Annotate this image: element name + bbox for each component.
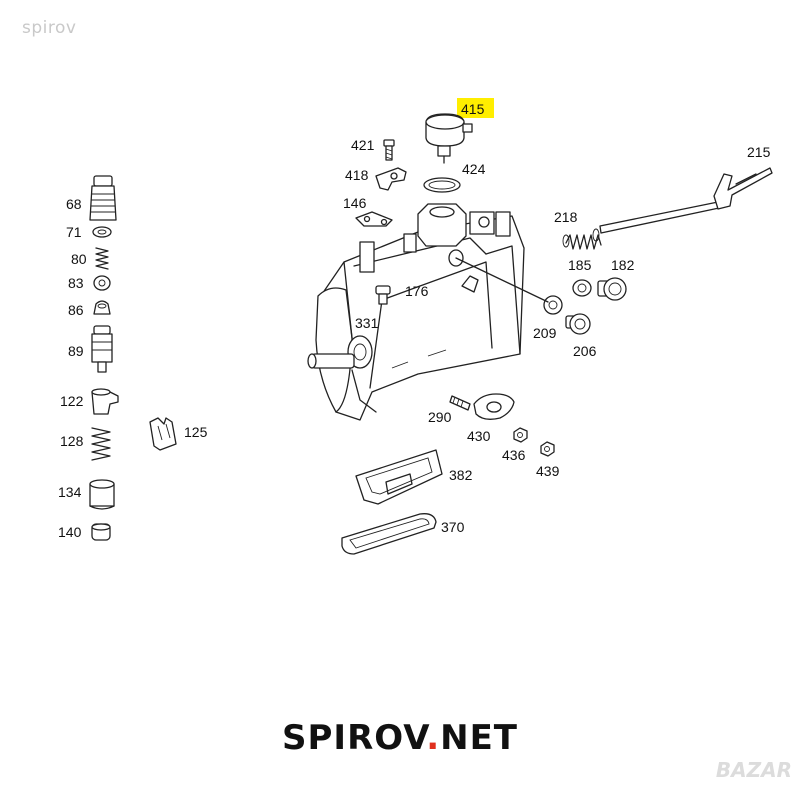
part-label-128[interactable]: 128: [60, 433, 84, 449]
part-436-hole: [517, 432, 523, 438]
part-label-68[interactable]: 68: [66, 196, 82, 212]
part-218-drawing: [562, 228, 602, 250]
corner-logo: BAZAR: [715, 758, 792, 782]
part-label-415[interactable]: 415: [461, 101, 485, 117]
part-80-drawing: [95, 247, 109, 270]
highlight-box-415: [457, 98, 494, 118]
part-label-218[interactable]: 218: [554, 209, 578, 225]
part-label-176[interactable]: 176: [405, 283, 429, 299]
part-label-134[interactable]: 134: [58, 484, 82, 500]
part-206-drawing: [565, 313, 591, 335]
part-label-80[interactable]: 80: [71, 251, 87, 267]
part-label-89[interactable]: 89: [68, 343, 84, 359]
part-label-430[interactable]: 430: [467, 428, 491, 444]
part-label-182[interactable]: 182: [611, 257, 635, 273]
part-86-inner: [97, 303, 107, 309]
part-215-drawing: [599, 167, 773, 234]
part-182-drawing: [597, 277, 627, 301]
part-label-146[interactable]: 146: [343, 195, 367, 211]
part-label-382[interactable]: 382: [449, 467, 473, 483]
part-label-421[interactable]: 421: [351, 137, 375, 153]
part-439-hole: [544, 446, 550, 452]
part-418-hole: [390, 172, 398, 180]
part-430-drawing: [473, 393, 515, 420]
part-label-71[interactable]: 71: [66, 224, 82, 240]
part-176-drawing: [375, 285, 391, 305]
part-382-drawing: [355, 449, 443, 505]
part-424-drawing: [423, 177, 461, 193]
part-146-hole-b: [380, 218, 388, 226]
part-71-drawing: [92, 226, 112, 238]
part-418-drawing: [375, 167, 407, 191]
part-label-125[interactable]: 125: [184, 424, 208, 440]
part-89-drawing: [91, 325, 113, 373]
part-185-inner: [577, 283, 587, 293]
part-421-drawing: [383, 139, 395, 161]
part-label-290[interactable]: 290: [428, 409, 452, 425]
part-370-inner: [349, 518, 430, 549]
part-140-drawing: [91, 523, 111, 541]
part-label-370[interactable]: 370: [441, 519, 465, 535]
part-68-drawing: [89, 175, 117, 221]
part-290-drawing: [449, 395, 471, 411]
part-label-122[interactable]: 122: [60, 393, 84, 409]
part-122-drawing: [91, 388, 119, 415]
part-125-drawing: [149, 417, 177, 451]
site-logo: SPIROV.NET: [0, 718, 800, 758]
part-label-140[interactable]: 140: [58, 524, 82, 540]
part-128-drawing: [91, 427, 111, 461]
part-209-inner: [548, 300, 558, 310]
site-logo-part1: SPIROV: [282, 718, 427, 758]
part-134-drawing: [89, 479, 115, 510]
pump-housing-drawing: [307, 203, 549, 421]
part-label-86[interactable]: 86: [68, 302, 84, 318]
part-label-209[interactable]: 209: [533, 325, 557, 341]
part-label-215[interactable]: 215: [747, 144, 771, 160]
part-86-drawing: [93, 300, 111, 315]
part-83-drawing: [93, 275, 111, 291]
part-label-418[interactable]: 418: [345, 167, 369, 183]
part-209-drawing: [543, 295, 563, 315]
site-logo-part2: NET: [440, 718, 518, 758]
part-label-436[interactable]: 436: [502, 447, 526, 463]
site-logo-dot: .: [426, 718, 441, 758]
watermark-text: spirov: [22, 18, 77, 38]
part-label-185[interactable]: 185: [568, 257, 592, 273]
part-label-424[interactable]: 424: [462, 161, 486, 177]
part-label-206[interactable]: 206: [573, 343, 597, 359]
part-label-331[interactable]: 331: [355, 315, 379, 331]
part-439-drawing: [540, 441, 555, 457]
part-label-83[interactable]: 83: [68, 275, 84, 291]
part-146-drawing: [355, 211, 393, 227]
part-370-drawing: [341, 513, 437, 555]
part-415-drawing: [425, 113, 473, 164]
part-71-inner: [97, 229, 107, 235]
part-83-inner: [98, 279, 106, 287]
part-436-drawing: [513, 427, 528, 443]
part-424-inner: [428, 180, 456, 190]
part-label-439[interactable]: 439: [536, 463, 560, 479]
part-185-drawing: [572, 279, 592, 297]
part-146-hole-a: [363, 215, 371, 223]
